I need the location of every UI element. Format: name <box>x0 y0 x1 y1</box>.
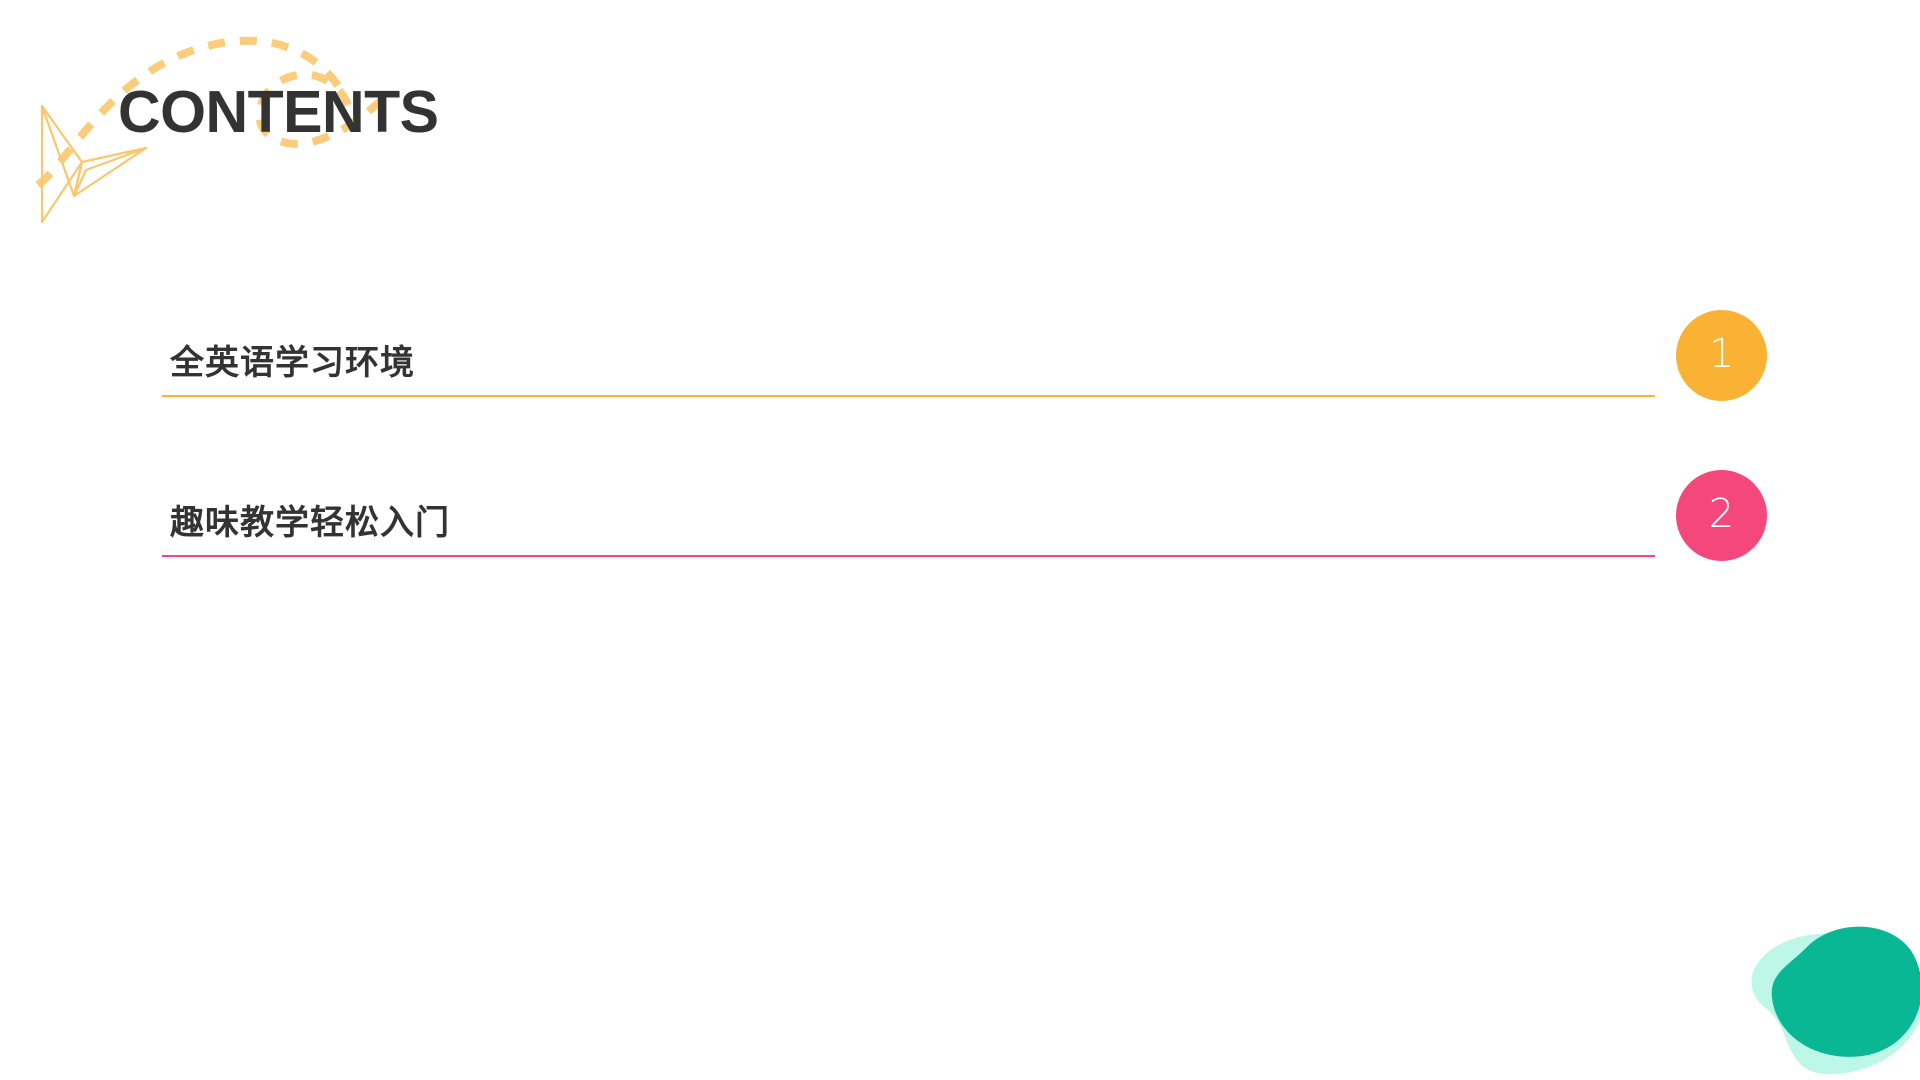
dashed-flight-path-icon <box>35 36 389 189</box>
teal-blob-icon <box>1751 926 1920 1075</box>
contents-item-number-badge[interactable]: 2 <box>1676 470 1767 561</box>
contents-item-underline <box>162 555 1655 557</box>
contents-item-label: 全英语学习环境 <box>170 344 415 382</box>
contents-item-label: 趣味教学轻松入门 <box>170 504 450 542</box>
paper-plane-icon <box>40 104 148 224</box>
contents-item-1[interactable]: 全英语学习环境 <box>162 300 1657 410</box>
contents-item-2[interactable]: 趣味教学轻松入门 <box>162 460 1657 570</box>
contents-item-number-badge[interactable]: 1 <box>1676 310 1767 401</box>
contents-item-underline <box>162 395 1655 397</box>
slide-header: CONTENTS <box>0 0 560 260</box>
decorative-blob-group <box>1710 890 1920 1080</box>
page-title: CONTENTS <box>118 79 439 145</box>
